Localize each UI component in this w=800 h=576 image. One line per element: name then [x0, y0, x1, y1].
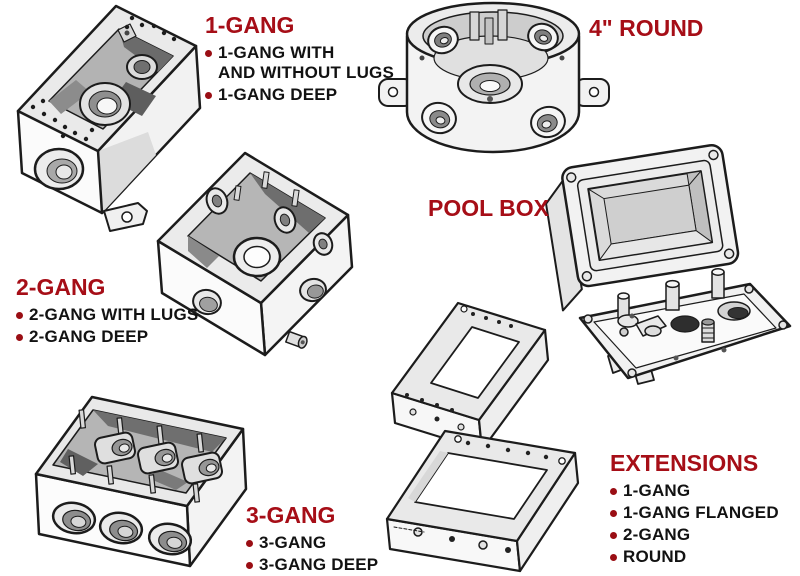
- bullet-dot-icon: [246, 540, 253, 547]
- extensions-label-block: EXTENSIONS 1-GANG 1-GANG FLANGED 2-GANG: [610, 450, 779, 569]
- four-inch-round-box-illustration: [378, 1, 610, 154]
- bullet-item: ROUND: [610, 547, 779, 567]
- bullet-line: ROUND: [623, 547, 687, 566]
- bullet-item: 1-GANG FLANGED: [610, 503, 779, 523]
- three-gang-heading: 3-GANG: [246, 502, 336, 528]
- bullet-dot-icon: [16, 334, 23, 341]
- bullet-line: 1-GANG FLANGED: [623, 503, 779, 522]
- bullet-dot-icon: [610, 488, 617, 495]
- bullet-text: 2-GANG WITH LUGS: [29, 305, 198, 325]
- bullet-text: 1-GANG FLANGED: [623, 503, 779, 523]
- extensions-heading: EXTENSIONS: [610, 450, 759, 476]
- bullet-text: 3-GANG DEEP: [259, 555, 378, 575]
- pool-box-label-block: POOL BOX: [428, 195, 549, 221]
- bullet-line: 3-GANG: [259, 533, 327, 552]
- four-round-label-block: 4" ROUND: [589, 15, 703, 41]
- bullet-line: 2-GANG DEEP: [29, 327, 149, 346]
- bullet-item: 3-GANG: [246, 533, 378, 553]
- one-gang-box-illustration: [16, 4, 202, 232]
- bullet-item: 2-GANG WITH LUGS: [16, 305, 198, 325]
- one-gang-label-block: 1-GANG 1-GANG WITH AND WITHOUT LUGS 1-GA…: [205, 12, 394, 107]
- bullet-dot-icon: [246, 562, 253, 569]
- bullet-dot-icon: [610, 510, 617, 517]
- pool-box-plate: [578, 268, 792, 385]
- pool-box-illustration: [545, 143, 792, 385]
- extension-rings-illustration: [385, 301, 580, 573]
- bullet-item: 2-GANG DEEP: [16, 327, 198, 347]
- bullet-item: 1-GANG WITH AND WITHOUT LUGS: [205, 43, 394, 83]
- extensions-bullet-list: 1-GANG 1-GANG FLANGED 2-GANG ROUND: [610, 481, 779, 567]
- bullet-item: 3-GANG DEEP: [246, 555, 378, 575]
- two-gang-extension: [385, 429, 580, 573]
- bullet-item: 1-GANG DEEP: [205, 85, 394, 105]
- two-gang-bullet-list: 2-GANG WITH LUGS 2-GANG DEEP: [16, 305, 198, 347]
- two-gang-box-illustration: [156, 151, 354, 357]
- two-gang-heading: 2-GANG: [16, 274, 106, 300]
- bullet-dot-icon: [610, 532, 617, 539]
- two-gang-label-block: 2-GANG 2-GANG WITH LUGS 2-GANG DEEP: [16, 274, 198, 349]
- bullet-text: 2-GANG DEEP: [29, 327, 148, 347]
- one-gang-bullet-list: 1-GANG WITH AND WITHOUT LUGS 1-GANG DEEP: [205, 43, 394, 105]
- bullet-dot-icon: [16, 312, 23, 319]
- four-round-heading: 4" ROUND: [589, 15, 704, 41]
- bullet-line: 1-GANG WITH: [218, 43, 335, 62]
- three-gang-bullet-list: 3-GANG 3-GANG DEEP: [246, 533, 378, 575]
- bullet-line: 3-GANG DEEP: [259, 555, 379, 574]
- one-gang-heading: 1-GANG: [205, 12, 295, 38]
- bullet-text: 1-GANG: [623, 481, 690, 501]
- bullet-item: 1-GANG: [610, 481, 779, 501]
- bullet-text: 2-GANG: [623, 525, 690, 545]
- pool-box-heading: POOL BOX: [428, 195, 549, 221]
- bullet-text: 1-GANG WITH AND WITHOUT LUGS: [218, 43, 394, 83]
- bullet-line: 2-GANG WITH LUGS: [29, 305, 199, 324]
- one-gang-extension: [390, 301, 550, 452]
- bullet-dot-icon: [610, 554, 617, 561]
- three-gang-label-block: 3-GANG 3-GANG 3-GANG DEEP: [246, 502, 378, 576]
- bullet-dot-icon: [205, 92, 212, 99]
- drain-stub: [285, 330, 308, 349]
- bullet-text: 3-GANG: [259, 533, 326, 553]
- bullet-line: 2-GANG: [623, 525, 691, 544]
- bullet-text: ROUND: [623, 547, 686, 567]
- bullet-line: 1-GANG: [623, 481, 691, 500]
- bullet-line: AND WITHOUT LUGS: [218, 63, 395, 82]
- bullet-text: 1-GANG DEEP: [218, 85, 337, 105]
- pool-box-enclosure: [545, 143, 740, 312]
- three-gang-box-illustration: [34, 395, 248, 568]
- bullet-dot-icon: [205, 50, 212, 57]
- bullet-line: 1-GANG DEEP: [218, 85, 338, 104]
- bullet-item: 2-GANG: [610, 525, 779, 545]
